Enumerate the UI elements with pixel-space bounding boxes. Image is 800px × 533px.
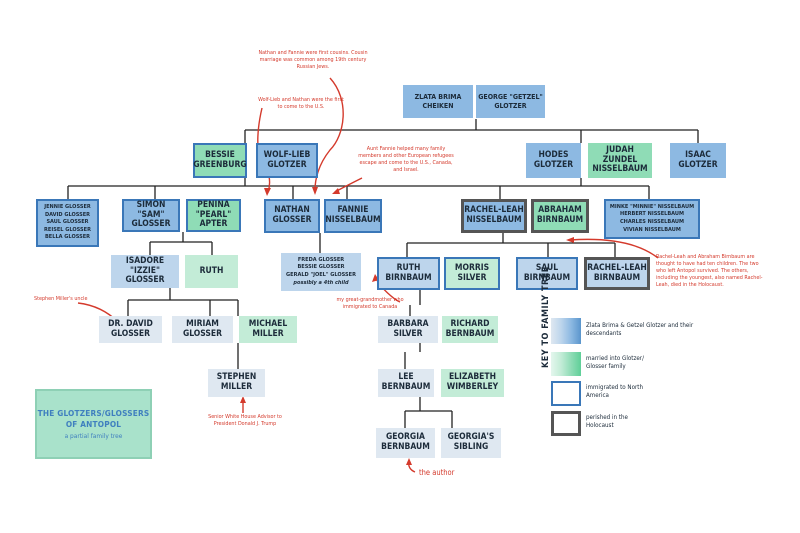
list-item: REISEL GLOSSER <box>44 226 91 233</box>
annotation-wolf-first: Wolf-Lieb and Nathan were the first to c… <box>258 97 344 111</box>
diagram-title: THE GLOTZERS/GLOSSERS OF ANTOPOL <box>37 408 150 429</box>
list-item: possibly a 4th child <box>293 279 349 286</box>
person-saul-birnbaum: SAUL BIRNBAUM <box>516 257 578 290</box>
annotation-great-grandmother: my great-grandmother who immigrated to C… <box>336 297 404 311</box>
person-fannie-name: FANNIE NISSELBAUM <box>325 205 381 225</box>
person-david: DR. DAVID GLOSSER <box>99 316 162 343</box>
person-morris-name: MORRIS SILVER <box>454 262 490 283</box>
person-hodes: HODES GLOTZER <box>526 143 581 178</box>
person-judah: JUDAH ZUNDEL NISSELBAUM <box>588 143 652 178</box>
person-zlata: ZLATA BRIMA CHEIKEN <box>403 85 473 118</box>
list-item: BELLA GLOSSER <box>44 234 91 241</box>
person-georgia-name: GEORGIA BERNBAUM <box>381 432 430 452</box>
person-isaac-name: ISAAC GLOTZER <box>678 149 718 170</box>
person-rachel-leah-birnbaum: RACHEL-LEAH BIRNBAUM <box>584 257 650 290</box>
person-fannie: FANNIE NISSELBAUM <box>324 199 382 233</box>
person-morris: MORRIS SILVER <box>444 257 500 290</box>
person-simon: SIMON "SAM" GLOSSER <box>122 199 180 232</box>
list-item: GERALD "JOEL" GLOSSER <box>286 272 356 278</box>
list-item: VIVIAN NISSELBAUM <box>623 226 681 233</box>
annotation-author: the author <box>419 468 455 477</box>
person-nathan-name: NATHAN GLOSSER <box>272 205 312 225</box>
key-label-descendants: Zlata Brima & Getzel Glotzer and their d… <box>586 322 694 338</box>
list-item: DAVID GLOSSER <box>44 211 91 218</box>
list-item: MINKE "MINNIE" NISSELBAUM <box>609 203 695 210</box>
person-ruth-glosser: RUTH <box>185 255 238 288</box>
person-bessie-name: BESSIE GREENBURG <box>193 149 247 170</box>
person-getzel-name: GEORGE "GETZEL" GLOTZER <box>478 93 543 110</box>
person-ruth-birnbaum: RUTH BIRNBAUM <box>377 257 440 290</box>
diagram-title-block: THE GLOTZERS/GLOSSERS OF ANTOPOL a parti… <box>35 389 152 459</box>
group-nathan-children: FREDA GLOSSER BESSIE GLOSSER GERALD "JOE… <box>281 253 361 291</box>
list-item: CHARLES NISSELBAUM <box>619 219 685 225</box>
person-penina: PENINA "PEARL" APTER <box>186 199 241 232</box>
key-swatch-married-in <box>551 352 581 376</box>
annotation-stephen-uncle: Stephen Miller's uncle <box>34 296 88 302</box>
person-stephen: STEPHEN MILLER <box>208 369 265 397</box>
key-label-married-in: married into Glotzer/ Glosser family <box>586 355 644 371</box>
person-stephen-name: STEPHEN MILLER <box>216 372 257 392</box>
person-simon-name: SIMON "SAM" GLOSSER <box>131 199 171 230</box>
person-judah-name: JUDAH ZUNDEL NISSELBAUM <box>592 144 648 175</box>
list-item: FREDA GLOSSER <box>297 256 345 263</box>
diagram-subtitle: a partial family tree <box>64 431 123 440</box>
person-lee: LEE BERNBAUM <box>378 369 434 397</box>
person-david-name: DR. DAVID GLOSSER <box>108 318 153 339</box>
annotation-ten-children: Rachel-Leah and Abraham Birnbaum are tho… <box>656 254 763 289</box>
person-abraham-name: ABRAHAM BIRNBAUM <box>536 205 584 225</box>
person-elizabeth-name: ELIZABETH WIMBERLEY <box>446 372 499 392</box>
person-isadore-name: ISADORE "IZZIE" GLOSSER <box>125 255 165 286</box>
person-abraham: ABRAHAM BIRNBAUM <box>531 199 589 233</box>
person-saul-birnbaum-name: SAUL BIRNBAUM <box>523 262 571 283</box>
person-richard: RICHARD BERNBAUM <box>442 316 498 343</box>
person-getzel: GEORGE "GETZEL" GLOTZER <box>476 85 545 118</box>
annotation-stephen-role: Senior White House Advisor to President … <box>208 414 282 428</box>
person-hodes-name: HODES GLOTZER <box>533 149 574 170</box>
key-heading: KEY TO FAMILY TREE <box>541 266 551 368</box>
person-isaac: ISAAC GLOTZER <box>670 143 726 178</box>
person-ruth-birnbaum-name: RUTH BIRNBAUM <box>385 262 432 283</box>
person-zlata-name: ZLATA BRIMA CHEIKEN <box>414 93 462 110</box>
list-item: HERBERT NISSELBAUM <box>620 211 684 218</box>
person-miriam-name: MIRIAM GLOSSER <box>182 318 223 339</box>
person-georgia-sibling-name: GEORGIA'S SIBLING <box>447 432 495 452</box>
person-bessie: BESSIE GREENBURG <box>193 143 247 178</box>
person-rachel-leah-birnbaum-name: RACHEL-LEAH BIRNBAUM <box>587 262 647 283</box>
person-isadore: ISADORE "IZZIE" GLOSSER <box>111 255 179 288</box>
key-swatch-descendants <box>551 318 581 344</box>
person-michael-name: MICHAEL MILLER <box>248 318 288 339</box>
list-item: SAUL GLOSSER <box>46 219 89 226</box>
key-swatch-holocaust <box>551 411 581 436</box>
person-barbara: BARBARA SILVER <box>378 316 438 343</box>
person-ruth-glosser-name: RUTH <box>199 265 224 276</box>
person-rachel-leah: RACHEL-LEAH NISSELBAUM <box>461 199 527 233</box>
person-penina-name: PENINA "PEARL" APTER <box>195 199 232 230</box>
annotation-cousins: Nathan and Fannie were first cousins. Co… <box>258 50 368 71</box>
person-richard-name: RICHARD BERNBAUM <box>445 318 495 339</box>
person-georgia: GEORGIA BERNBAUM <box>376 428 435 458</box>
person-barbara-name: BARBARA SILVER <box>387 318 429 339</box>
person-elizabeth: ELIZABETH WIMBERLEY <box>441 369 504 397</box>
person-miriam: MIRIAM GLOSSER <box>172 316 233 343</box>
key-swatch-immigrated <box>551 381 581 406</box>
group-glosser-children: JENNIE GLOSSER DAVID GLOSSER SAUL GLOSSE… <box>36 199 99 247</box>
list-item: BESSIE GLOSSER <box>297 264 345 271</box>
group-nisselbaum-children: MINKE "MINNIE" NISSELBAUM HERBERT NISSEL… <box>604 199 700 239</box>
person-rachel-leah-name: RACHEL-LEAH NISSELBAUM <box>464 205 524 225</box>
person-lee-name: LEE BERNBAUM <box>381 372 431 392</box>
annotation-fannie-helped: Aunt Fannie helped many family members a… <box>358 146 454 174</box>
person-wolf-name: WOLF-LIEB GLOTZER <box>263 149 311 170</box>
person-georgia-sibling: GEORGIA'S SIBLING <box>441 428 501 458</box>
key-label-holocaust: perished in the Holocaust <box>586 414 628 430</box>
list-item: JENNIE GLOSSER <box>44 204 91 211</box>
person-nathan: NATHAN GLOSSER <box>264 199 320 233</box>
person-wolf: WOLF-LIEB GLOTZER <box>256 143 318 178</box>
person-michael: MICHAEL MILLER <box>239 316 297 343</box>
key-label-immigrated: immigrated to North America <box>586 384 644 400</box>
